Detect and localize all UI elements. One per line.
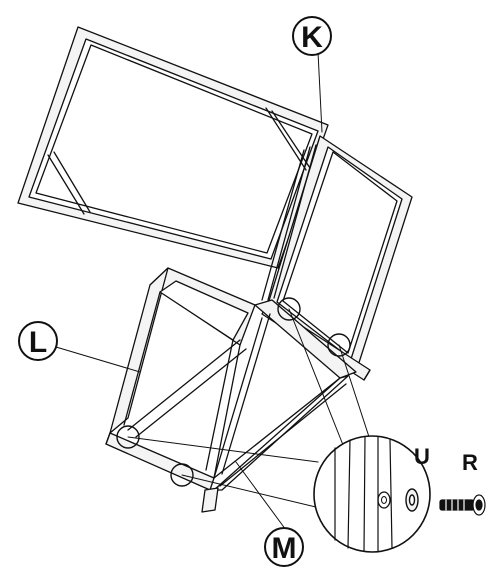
part-u-label: U: [414, 444, 430, 469]
top-frame-panel: [17, 26, 329, 269]
leader-m: [235, 461, 287, 531]
leader-k: [317, 51, 323, 133]
joint-circle-bottom: [170, 463, 194, 487]
part-r-bolt: [439, 494, 486, 516]
callout-m-circle: [264, 527, 304, 567]
part-u-nut: [405, 488, 419, 512]
callout-circles: [18, 16, 332, 567]
leader-l: [55, 346, 141, 373]
detail-magnifier: [313, 435, 431, 553]
part-r-label: R: [462, 450, 478, 475]
joint-circle-right: [327, 333, 351, 357]
callout-l-circle: [18, 321, 58, 361]
left-lower-frame: [105, 267, 256, 491]
joint-circles: [116, 297, 351, 487]
callout-k-label: K: [301, 21, 323, 54]
detail-leader-lines: [127, 308, 373, 509]
joint-circle-top: [277, 297, 301, 321]
callout-m-label: M: [272, 532, 297, 565]
callout-leaders: [55, 51, 323, 531]
callout-k-circle: [292, 16, 332, 56]
joint-circle-left: [116, 425, 140, 449]
callout-l-label: L: [29, 326, 47, 359]
